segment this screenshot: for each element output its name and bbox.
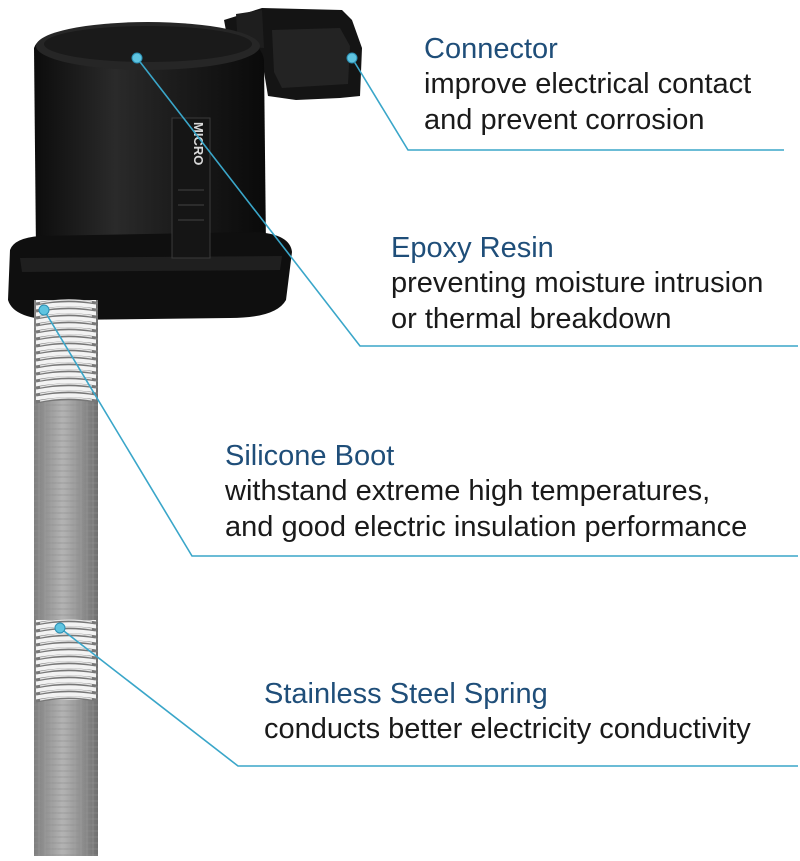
callout-stainless-spring: Stainless Steel Spring conducts better e… bbox=[264, 677, 751, 748]
spring-coil-highlight bbox=[39, 668, 93, 673]
leader-lines bbox=[43, 57, 798, 767]
spring-upper bbox=[35, 299, 97, 404]
spring-coil-highlight bbox=[39, 633, 93, 638]
spring-coil-highlight bbox=[39, 327, 93, 332]
callout-spring-line-1: conducts better electricity conductivity bbox=[264, 713, 751, 746]
product-label: MICRO bbox=[171, 117, 211, 259]
dot-connector bbox=[346, 52, 358, 64]
leader-line-connector bbox=[351, 57, 784, 151]
spring-coil-highlight bbox=[39, 299, 93, 304]
spring-coil-highlight bbox=[39, 640, 93, 645]
spring-coil-highlight bbox=[39, 376, 93, 381]
callout-connector-title: Connector bbox=[424, 33, 558, 65]
callout-connector-line-2: and prevent corrosion bbox=[424, 103, 705, 136]
callout-boot-title: Silicone Boot bbox=[225, 440, 395, 472]
callout-connector-line-1: improve electrical contact bbox=[424, 68, 752, 101]
spring-coil-highlight bbox=[39, 341, 93, 346]
dot-boot bbox=[38, 304, 50, 316]
connector-part bbox=[224, 8, 362, 100]
callout-dots bbox=[38, 52, 358, 634]
dot-spring bbox=[54, 622, 66, 634]
spring-coil-highlight bbox=[39, 348, 93, 353]
spring-coil-highlight bbox=[39, 654, 93, 659]
callout-boot-line-1: withstand extreme high temperatures, bbox=[225, 475, 711, 508]
spring-coil-highlight bbox=[39, 675, 93, 680]
callout-connector: Connector improve electrical contact and… bbox=[424, 32, 751, 138]
coil-flange bbox=[8, 232, 292, 320]
callout-spring-title: Stainless Steel Spring bbox=[264, 678, 548, 710]
spring-coil-highlight bbox=[39, 397, 93, 402]
callout-silicone-boot: Silicone Boot withstand extreme high tem… bbox=[225, 439, 747, 545]
callout-epoxy-line-1: preventing moisture intrusion bbox=[391, 267, 764, 300]
spring-coil-highlight bbox=[39, 313, 93, 318]
spring-coil-highlight bbox=[39, 682, 93, 687]
spring-coil-highlight bbox=[39, 390, 93, 395]
spring-coil-highlight bbox=[39, 661, 93, 666]
leader-line-spring bbox=[59, 627, 798, 767]
callout-epoxy-resin: Epoxy Resin preventing moisture intrusio… bbox=[391, 231, 763, 337]
callout-epoxy-line-2: or thermal breakdown bbox=[391, 302, 672, 335]
dot-epoxy bbox=[131, 52, 143, 64]
spring-coil-highlight bbox=[39, 369, 93, 374]
spring-coil-highlight bbox=[39, 626, 93, 631]
leader-line-boot bbox=[43, 309, 798, 557]
spring-coil-highlight bbox=[39, 362, 93, 367]
leader-line-epoxy bbox=[136, 57, 798, 347]
spring-coil-highlight bbox=[39, 696, 93, 701]
spring-lower bbox=[35, 619, 97, 703]
callout-epoxy-title: Epoxy Resin bbox=[391, 232, 554, 264]
spring-coil-highlight bbox=[39, 383, 93, 388]
spring-coil-highlight bbox=[39, 619, 93, 624]
spring-coil-highlight bbox=[39, 334, 93, 339]
spring-coil-highlight bbox=[39, 320, 93, 325]
spring-coil-highlight bbox=[39, 355, 93, 360]
spring-coil-highlight bbox=[39, 689, 93, 694]
callout-boot-line-2: and good electric insulation performance bbox=[225, 510, 748, 543]
